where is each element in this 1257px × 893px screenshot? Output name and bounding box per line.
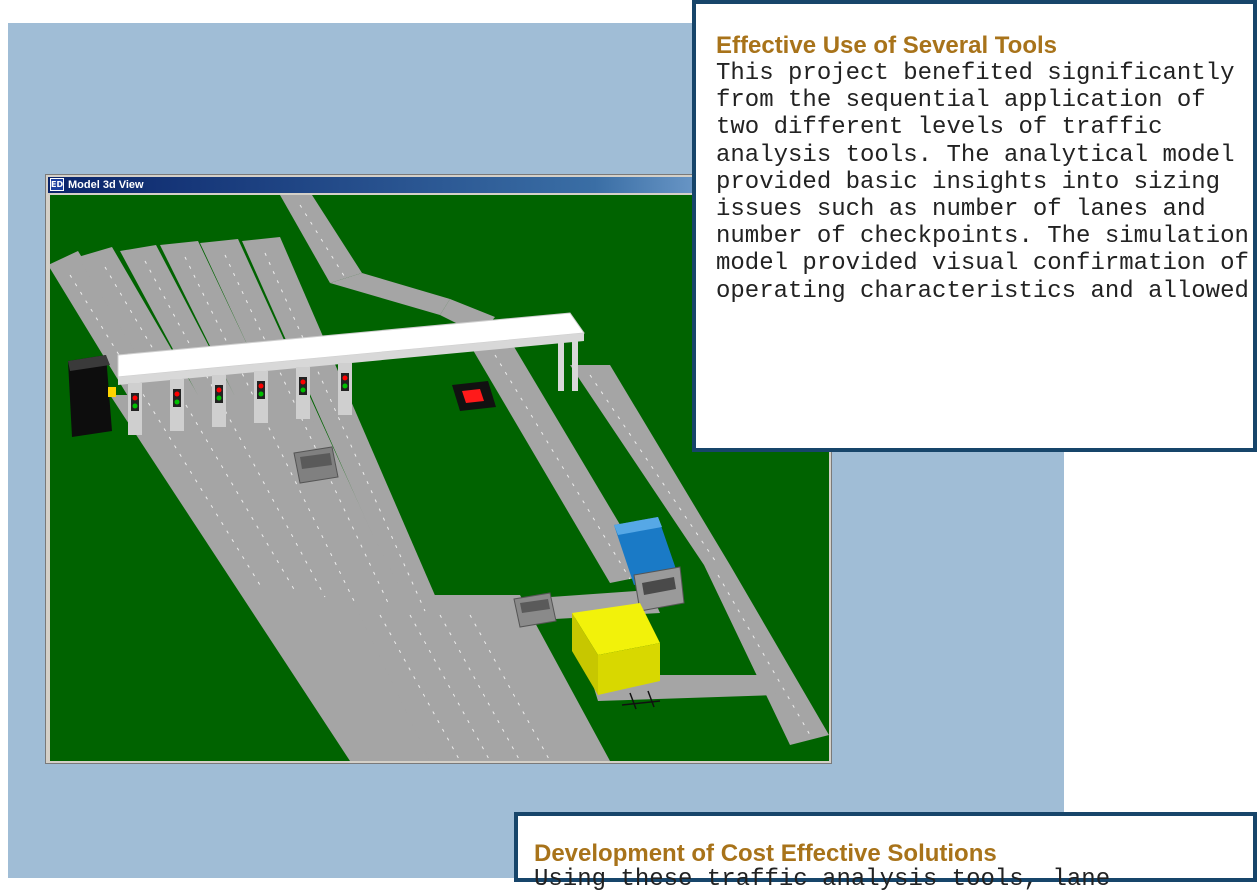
red-marker-pad [452, 381, 496, 411]
callout-body: Using these traffic analysis tools, lane [534, 866, 1111, 893]
callout-heading: Development of Cost Effective Solutions [534, 840, 997, 867]
3d-viewport[interactable] [48, 195, 829, 762]
traffic-signals [131, 373, 349, 411]
road-exit-lanes [350, 595, 610, 761]
window-title: Model 3d View [68, 179, 144, 191]
toll-canopy [117, 312, 585, 391]
toll-plaza-scene [48, 195, 829, 762]
road-network [48, 195, 829, 761]
callout-body: This project benefited significantly fro… [716, 60, 1249, 305]
road-truck-lane [570, 365, 730, 565]
road-center-lane [470, 340, 650, 583]
car-gray-1 [293, 446, 339, 484]
window-titlebar[interactable]: ED Model 3d View [48, 177, 829, 193]
car-gray-2 [513, 592, 557, 628]
road-lane-6 [242, 237, 440, 615]
yellow-inspection-box [572, 603, 660, 695]
control-building [68, 355, 116, 437]
road-merge-bend [330, 273, 450, 315]
road-truck-lane-south [704, 565, 829, 745]
callout-effective-tools: Effective Use of Several Tools This proj… [692, 0, 1257, 452]
callout-heading: Effective Use of Several Tools [716, 32, 1058, 59]
app-icon: ED [50, 178, 64, 191]
lane-markings [69, 204, 811, 762]
ground-marker [621, 690, 661, 710]
callout-cost-effective-solutions: Development of Cost Effective Solutions … [514, 812, 1257, 893]
road-north-entry [280, 195, 362, 283]
truck-blue [614, 517, 685, 612]
